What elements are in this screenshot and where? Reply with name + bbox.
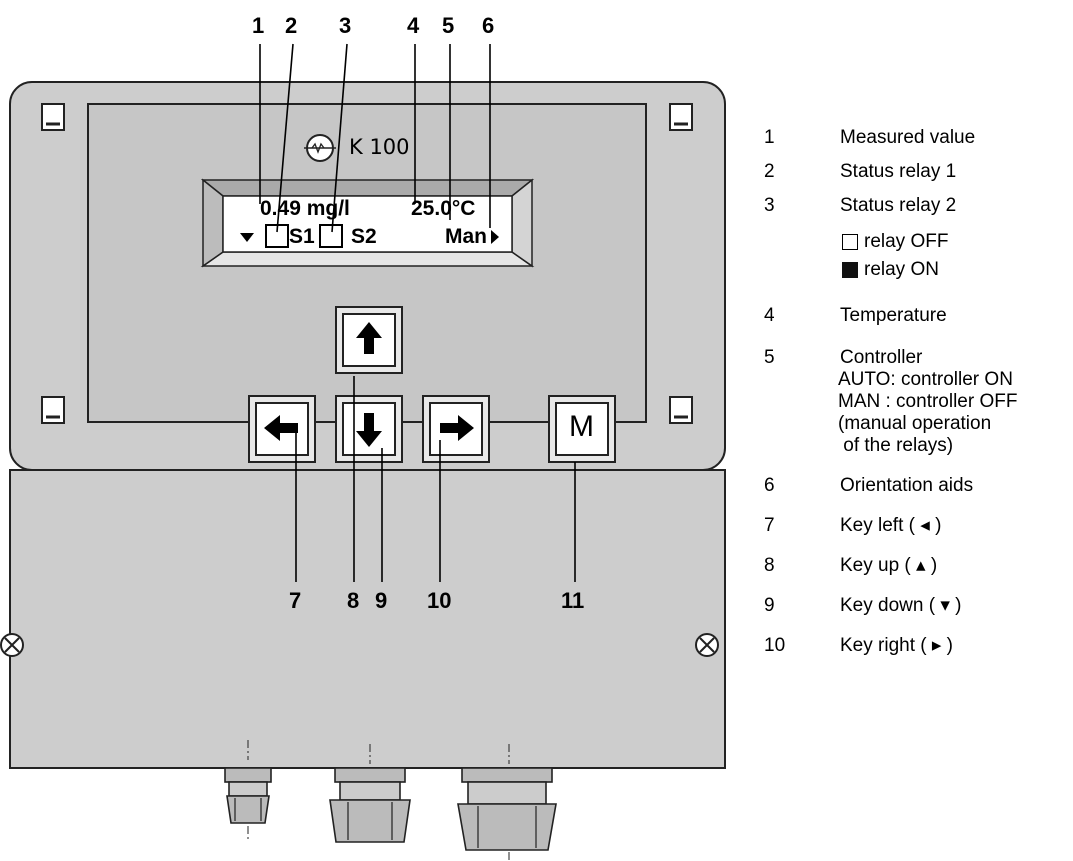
key-up-button[interactable]	[335, 306, 403, 374]
arrow-down-icon	[356, 413, 382, 447]
legend-desc: Temperature	[840, 305, 947, 326]
legend-num: 4	[764, 305, 775, 326]
legend-desc: Controller	[840, 347, 923, 368]
orientation-down-icon	[240, 233, 254, 242]
brand-logo-icon	[304, 134, 336, 162]
callout-3: 3	[339, 13, 352, 38]
device-drawing	[0, 43, 726, 861]
arrow-right-icon	[440, 415, 474, 441]
relay-off-swatch	[842, 234, 858, 250]
callout-2: 2	[285, 13, 298, 38]
corner-clip-top-right	[669, 103, 693, 131]
lcd-relay1-label: S1	[289, 225, 315, 248]
enclosure-lower	[9, 469, 726, 769]
key-down-button[interactable]	[335, 395, 403, 463]
key-left-button[interactable]	[248, 395, 316, 463]
lcd-bezel	[200, 178, 535, 268]
controller-detail-line: (manual operation	[838, 413, 992, 434]
legend-num: 5	[764, 347, 775, 368]
legend-num: 8	[764, 555, 775, 576]
corner-clip-bottom-right	[669, 396, 693, 424]
callout-8: 8	[347, 588, 360, 613]
callout-7: 7	[289, 588, 302, 613]
cable-gland-large	[457, 744, 557, 861]
arrow-left-icon	[264, 415, 298, 441]
legend-desc: Measured value	[840, 127, 976, 148]
legend-desc: Key right ( ▸ )	[840, 635, 954, 656]
callout-lines-bottom	[295, 376, 576, 582]
legend-desc: Status relay 2	[840, 195, 957, 216]
cable-gland-medium	[329, 744, 411, 843]
controller-detail-line: MAN : controller OFF	[838, 391, 1018, 412]
relay-off-label: relay OFF	[864, 231, 949, 252]
orientation-right-icon	[491, 230, 499, 244]
corner-clip-top-left	[41, 103, 65, 131]
controller-detail-line: of the relays)	[838, 435, 954, 456]
legend-desc: Key down ( ▾ )	[840, 595, 962, 616]
screw-left-icon	[0, 633, 24, 657]
legend-num: 2	[764, 161, 775, 182]
legend-desc: Status relay 1	[840, 161, 957, 182]
lcd-controller-mode: Man	[445, 225, 487, 248]
controller-detail-line: AUTO: controller ON	[838, 369, 1013, 390]
lcd-relay2-label: S2	[351, 225, 377, 248]
key-right-button[interactable]	[422, 395, 490, 463]
model-label: K 100	[349, 135, 410, 159]
legend-num: 10	[764, 635, 786, 656]
legend-num: 6	[764, 475, 775, 496]
cable-gland-small	[224, 740, 272, 842]
callout-lines-top	[259, 43, 491, 233]
corner-clip-bottom-left	[41, 396, 65, 424]
callout-4: 4	[407, 13, 420, 38]
relay-on-swatch	[842, 262, 858, 278]
legend-num: 7	[764, 515, 775, 536]
arrow-up-icon	[356, 322, 382, 354]
key-m-label: M	[569, 410, 594, 443]
relay2-status-box	[319, 224, 343, 248]
key-m-button[interactable]	[548, 395, 616, 463]
legend-num: 1	[764, 127, 775, 148]
callout-6: 6	[482, 13, 495, 38]
callout-1: 1	[252, 13, 265, 38]
legend-desc: Key left ( ◂ )	[840, 515, 942, 536]
callout-10: 10	[427, 588, 452, 613]
lcd-temperature: 25.0°C	[411, 197, 476, 220]
legend-desc: Key up ( ▴ )	[840, 555, 938, 576]
callout-5: 5	[442, 13, 455, 38]
legend-num: 3	[764, 195, 775, 216]
callout-9: 9	[375, 588, 388, 613]
legend-desc: Orientation aids	[840, 475, 974, 496]
relay-on-label: relay ON	[864, 259, 939, 280]
screw-right-icon	[695, 633, 719, 657]
legend-num: 9	[764, 595, 775, 616]
lcd-measured-value: 0.49 mg/l	[260, 197, 350, 220]
callout-11: 11	[561, 588, 585, 613]
